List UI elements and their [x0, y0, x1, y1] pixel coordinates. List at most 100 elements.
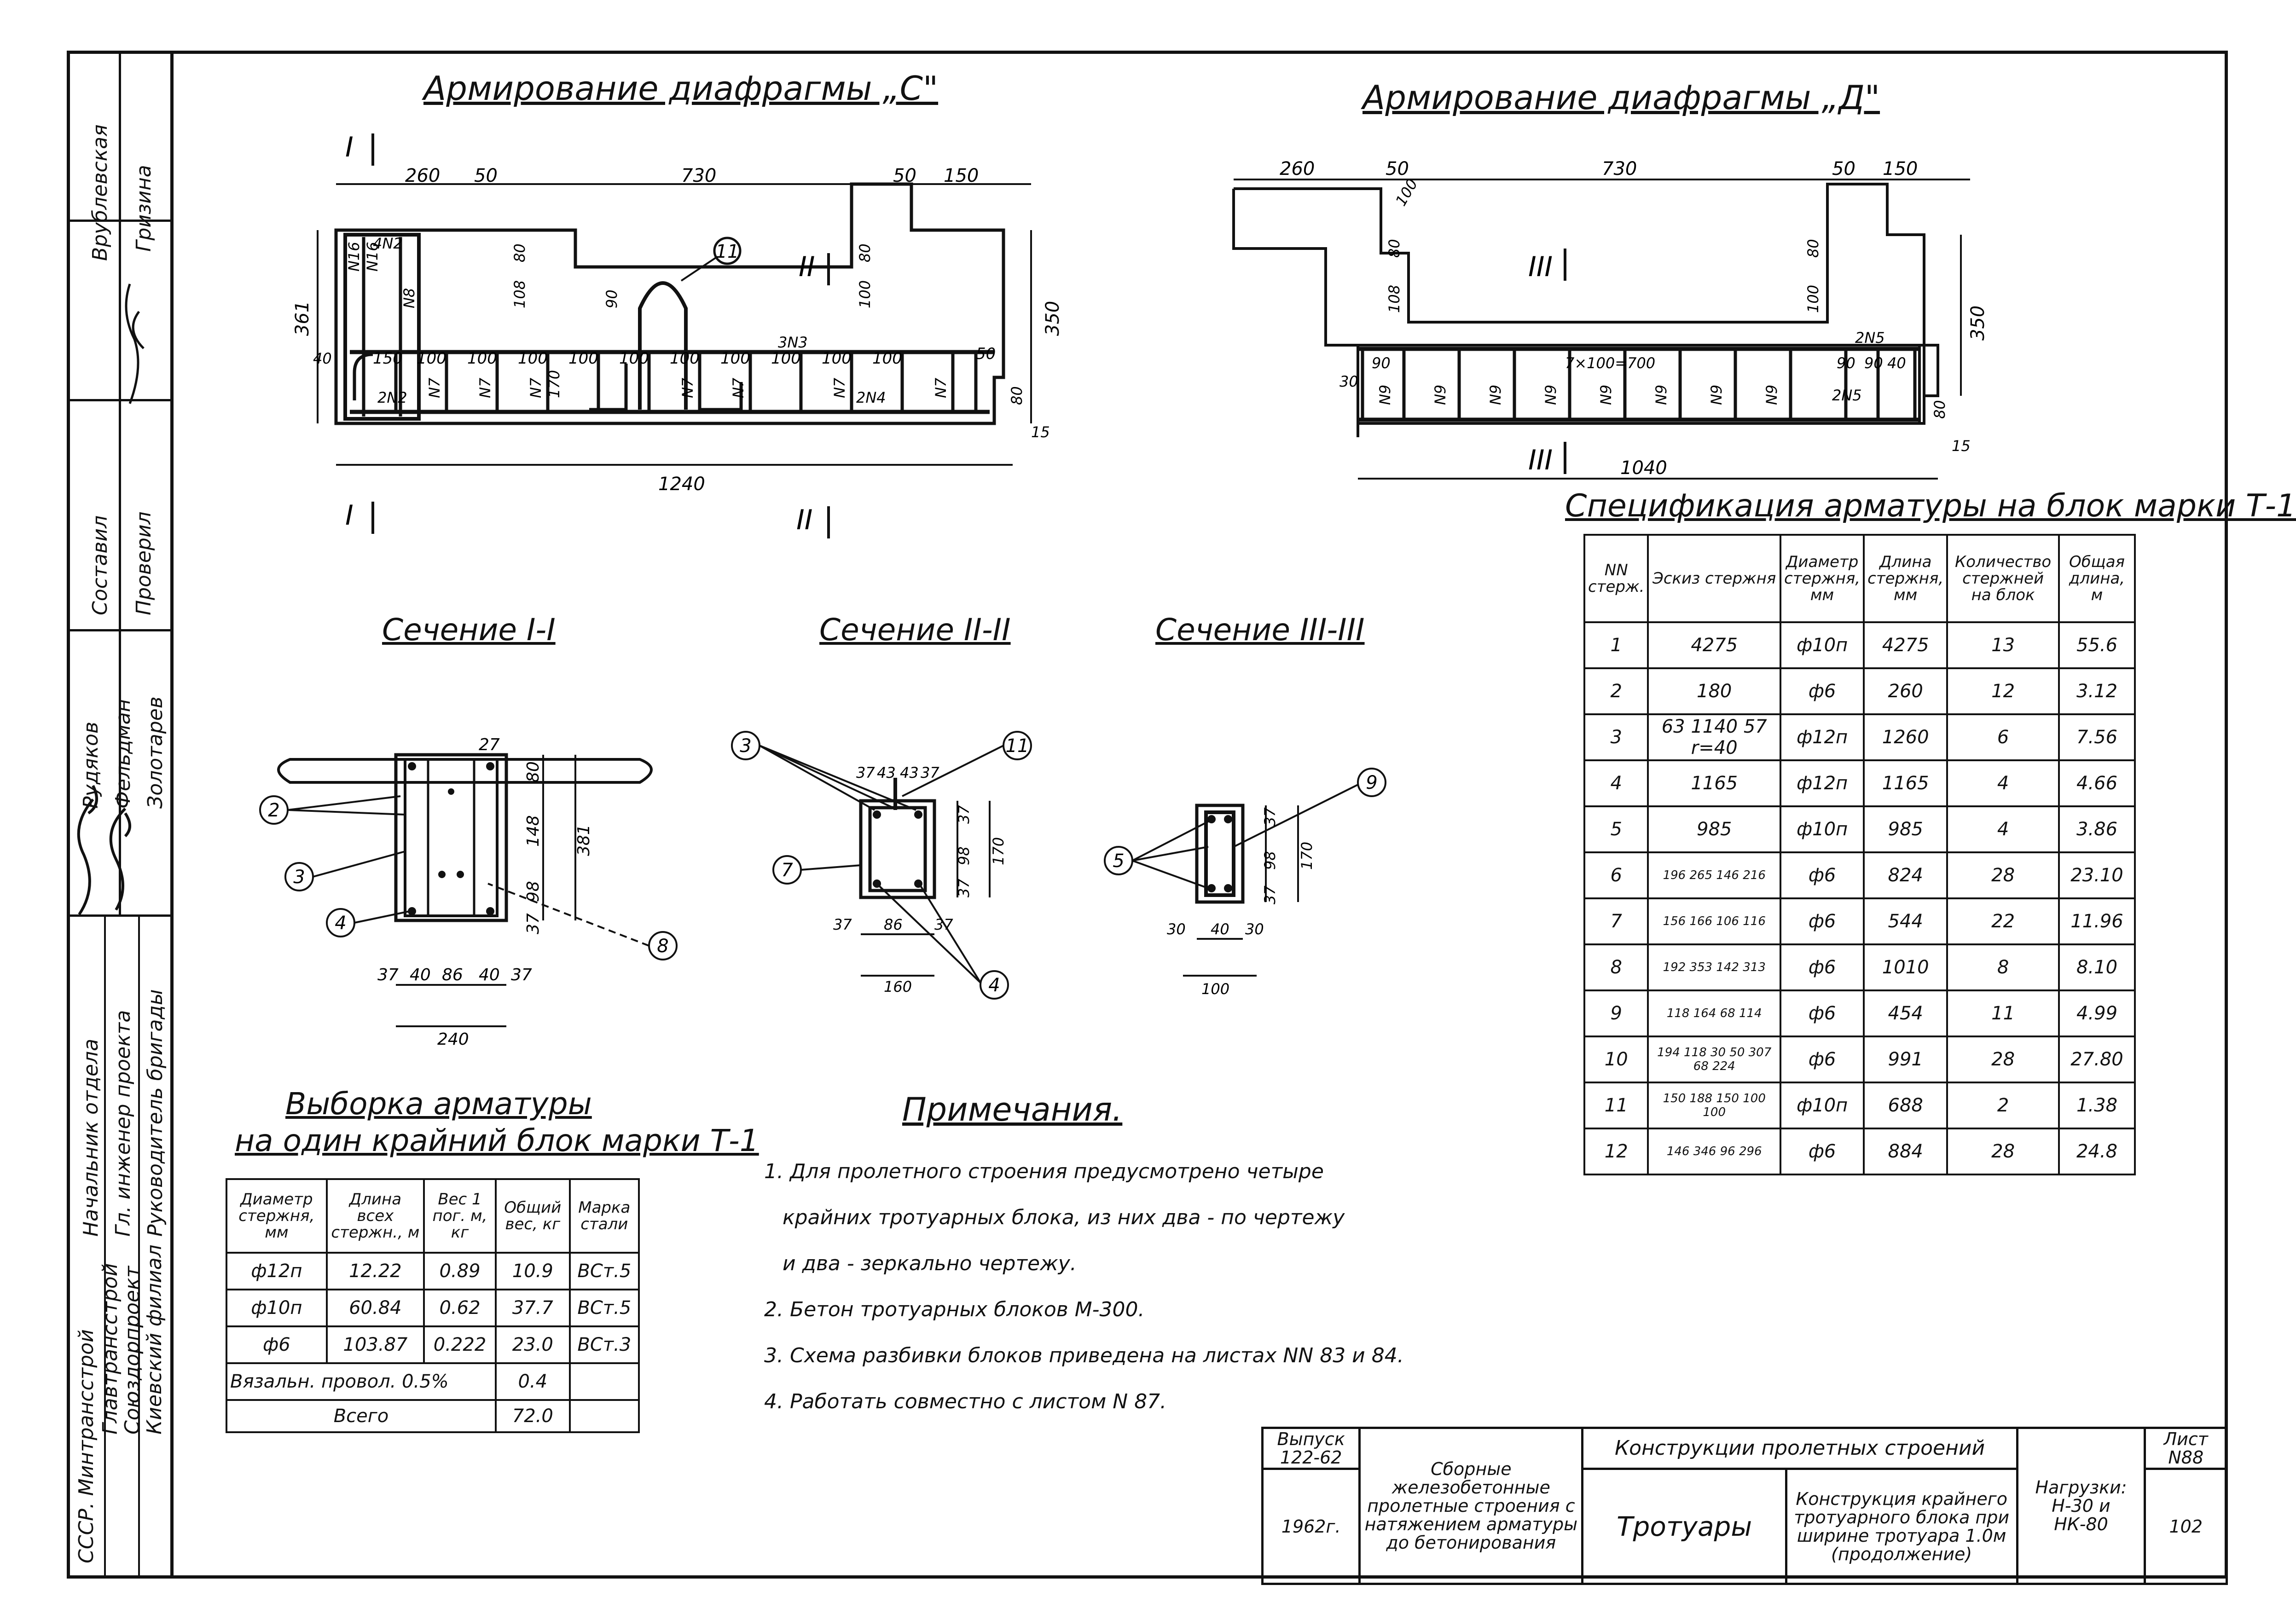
svg-text:N7: N7 [831, 377, 848, 398]
svg-text:37: 37 [524, 913, 543, 934]
dim-c-50b: 50 [893, 165, 916, 186]
svg-text:100: 100 [467, 349, 497, 368]
svg-text:80: 80 [524, 761, 543, 782]
svg-text:100: 100 [822, 349, 852, 368]
stamp-vline [119, 54, 121, 914]
tb-year: 1962г. [1261, 1468, 1361, 1585]
title-notes: Примечания. [902, 1091, 1123, 1128]
svg-text:37: 37 [955, 879, 973, 897]
svg-text:N9: N9 [1763, 385, 1780, 405]
svg-text:15: 15 [1031, 423, 1050, 441]
svg-text:90: 90 [1864, 354, 1883, 372]
svg-text:4: 4 [988, 975, 1000, 996]
svg-text:1040: 1040 [1620, 457, 1667, 479]
svg-text:100: 100 [670, 349, 700, 368]
svg-text:100: 100 [856, 280, 874, 308]
dim-c-730: 730 [681, 165, 716, 186]
svg-text:30: 30 [1167, 920, 1186, 938]
svg-text:N7: N7 [932, 377, 950, 398]
title-diaphragm-d: Армирование диафрагмы „Д" [1363, 78, 1880, 117]
svg-text:N9: N9 [1542, 385, 1560, 405]
svg-text:37: 37 [921, 764, 939, 781]
svg-text:3N3: 3N3 [778, 334, 808, 351]
svg-text:98: 98 [524, 881, 543, 902]
svg-text:108: 108 [1386, 285, 1403, 313]
svg-text:37: 37 [934, 916, 953, 933]
svg-text:N9: N9 [1432, 385, 1449, 405]
cut-c-2-bottom: II [796, 504, 812, 536]
svg-text:80: 80 [1386, 239, 1403, 258]
tb-description: Конструкция крайнего тротуарного блока п… [1785, 1468, 2018, 1585]
cut-d-3-bottom: III [1528, 444, 1553, 476]
svg-text:730: 730 [1602, 158, 1637, 179]
title-section-2: Сечение II-II [819, 612, 1011, 648]
svg-text:N7: N7 [730, 377, 747, 398]
dim-c-350: 350 [1042, 301, 1063, 336]
svg-text:27: 27 [479, 735, 500, 754]
svg-text:N16: N16 [345, 242, 363, 272]
svg-text:100: 100 [568, 349, 598, 368]
svg-text:170: 170 [545, 370, 563, 398]
diaphragm-c-drawing: 11 260 50 730 50 150 1240 361 350 150 10… [292, 131, 1063, 538]
svg-text:30: 30 [1245, 920, 1264, 938]
svg-text:N9: N9 [1376, 385, 1394, 405]
note-4: 4. Работать совместно с листом N 87. [764, 1390, 1167, 1413]
section-3-drawing: 5 9 30 40 30 100 37 98 37 170 [1104, 768, 1386, 998]
svg-text:100: 100 [518, 349, 548, 368]
svg-text:100: 100 [619, 349, 649, 368]
drawing-frame [170, 51, 2228, 1579]
stamp-column: СССР. Минтрансстрой Главтрансстрой Союзд… [67, 51, 170, 1579]
svg-text:160: 160 [884, 978, 912, 995]
signatures [77, 283, 145, 915]
svg-text:100: 100 [417, 349, 446, 368]
tb-issue: Выпуск 122-62 [1261, 1427, 1361, 1470]
svg-text:170: 170 [990, 837, 1007, 865]
dim-c-361: 361 [292, 301, 313, 336]
tb-loads: Нагрузки:Н-30 и НК-80 [2016, 1427, 2146, 1585]
svg-text:240: 240 [437, 1030, 469, 1049]
selection-table: Диаметр стержня, мм Длина всех стержн., … [226, 1178, 640, 1433]
svg-text:150: 150 [373, 349, 403, 368]
spec-table: NN стерж. Эскиз стержня Диаметр стержня,… [1583, 534, 2136, 1175]
dim-c-150: 150 [944, 165, 979, 186]
title-block: Выпуск 122-62 Сборные железобетонные про… [1261, 1427, 2228, 1585]
dim-c-1240: 1240 [658, 474, 705, 495]
svg-text:4: 4 [335, 913, 346, 934]
stamp-divider [70, 914, 170, 917]
dim-c-260: 260 [405, 165, 440, 186]
svg-text:2N5: 2N5 [1855, 329, 1885, 347]
svg-text:381: 381 [574, 824, 593, 856]
svg-text:40: 40 [1887, 354, 1906, 372]
svg-text:7: 7 [781, 860, 793, 881]
svg-text:N9: N9 [1597, 385, 1615, 405]
cut-d-3-top: III [1528, 251, 1553, 283]
note-1: 1. Для пролетного строения предусмотрено… [764, 1160, 1324, 1183]
svg-text:30: 30 [1339, 373, 1358, 390]
svg-text:100: 100 [1201, 980, 1229, 998]
title-selection-2: на один крайний блок марки Т-1 [235, 1123, 759, 1158]
svg-text:43: 43 [900, 764, 919, 781]
svg-text:N9: N9 [1487, 385, 1504, 405]
section-1-drawing: 2 3 4 8 37 40 86 40 37 240 27 80 148 98 … [259, 735, 678, 1049]
svg-text:8: 8 [657, 936, 668, 957]
svg-text:37: 37 [955, 805, 973, 824]
svg-text:N9: N9 [1652, 385, 1670, 405]
svg-text:40: 40 [1211, 920, 1229, 938]
svg-text:37: 37 [377, 966, 399, 984]
svg-text:37: 37 [511, 966, 532, 984]
svg-text:80: 80 [511, 243, 528, 262]
svg-text:N7: N7 [426, 377, 443, 398]
cut-c-2-top: II [799, 251, 815, 283]
svg-text:9: 9 [1366, 772, 1377, 793]
note-2: 2. Бетон тротуарных блоков М-300. [764, 1298, 1145, 1321]
